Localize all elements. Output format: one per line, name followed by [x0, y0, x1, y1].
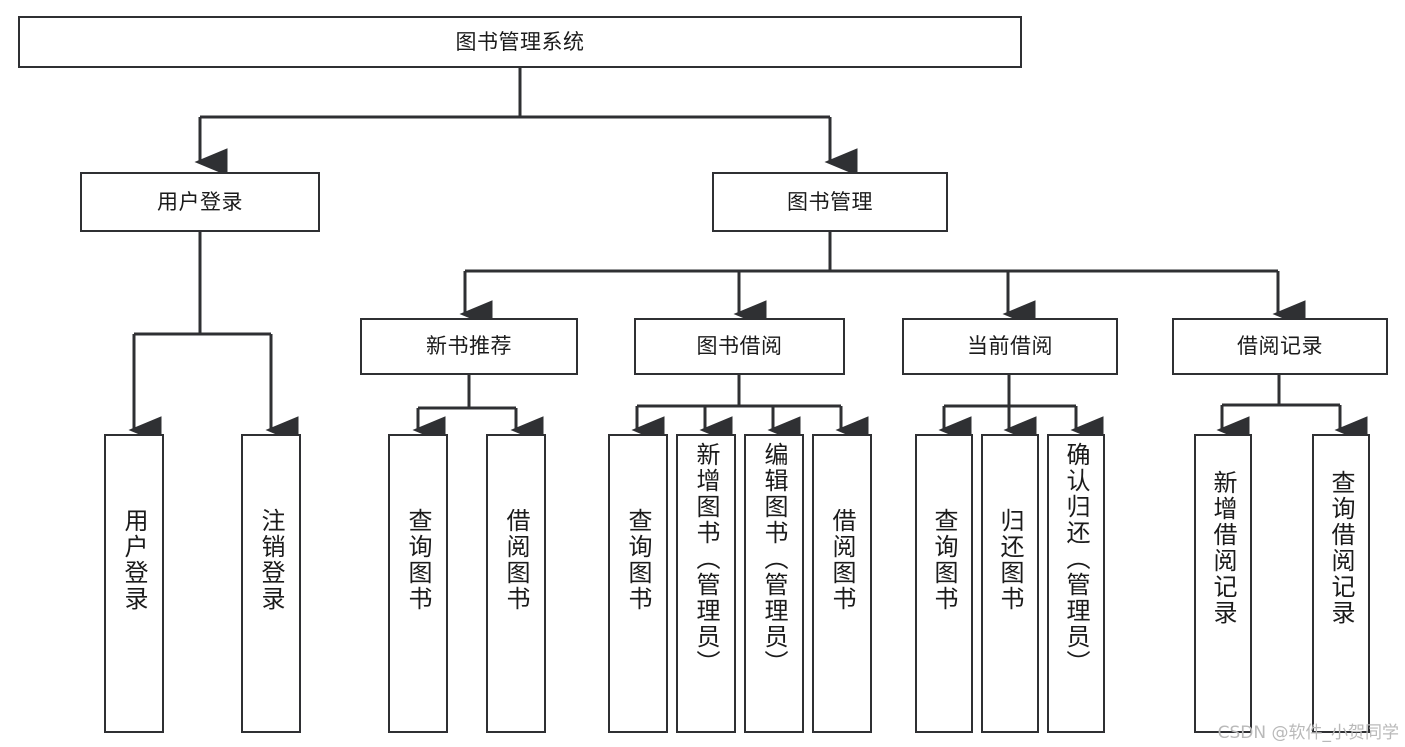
- leaf-user-logout-label: 注销登录: [257, 508, 285, 612]
- leaf-edit-book-admin-label: 编辑图书（管理员）: [760, 442, 788, 676]
- leaf-query-book-borrow[interactable]: 查询图书: [608, 434, 668, 733]
- leaf-query-borrow-record[interactable]: 查询借阅记录: [1312, 434, 1370, 733]
- leaf-return-book-label: 归还图书: [996, 508, 1024, 612]
- leaf-return-book[interactable]: 归还图书: [981, 434, 1039, 733]
- node-new-book-recommend[interactable]: 新书推荐: [360, 318, 578, 375]
- node-user-login-label: 用户登录: [157, 189, 243, 214]
- node-borrow-record-label: 借阅记录: [1237, 334, 1323, 359]
- node-borrow-record[interactable]: 借阅记录: [1172, 318, 1388, 375]
- node-user-login[interactable]: 用户登录: [80, 172, 320, 232]
- leaf-borrow-book-new[interactable]: 借阅图书: [486, 434, 546, 733]
- leaf-confirm-return-admin[interactable]: 确认归还（管理员）: [1047, 434, 1105, 733]
- node-current-borrow[interactable]: 当前借阅: [902, 318, 1118, 375]
- node-book-management[interactable]: 图书管理: [712, 172, 948, 232]
- node-root[interactable]: 图书管理系统: [18, 16, 1022, 68]
- node-root-label: 图书管理系统: [455, 29, 585, 54]
- leaf-edit-book-admin[interactable]: 编辑图书（管理员）: [744, 434, 804, 733]
- leaf-query-book-new-label: 查询图书: [404, 508, 432, 612]
- node-book-management-label: 图书管理: [787, 189, 873, 214]
- leaf-borrow-book-label: 借阅图书: [828, 508, 856, 612]
- leaf-borrow-book[interactable]: 借阅图书: [812, 434, 872, 733]
- leaf-add-book-admin[interactable]: 新增图书（管理员）: [676, 434, 736, 733]
- watermark: CSDN @软件_小贺同学: [1217, 723, 1399, 743]
- leaf-user-login[interactable]: 用户登录: [104, 434, 164, 733]
- node-book-borrow-label: 图书借阅: [696, 334, 783, 359]
- leaf-confirm-return-admin-label: 确认归还（管理员）: [1062, 442, 1090, 676]
- leaf-query-book-current[interactable]: 查询图书: [915, 434, 973, 733]
- leaf-user-login-label: 用户登录: [120, 508, 148, 612]
- leaf-borrow-book-new-label: 借阅图书: [502, 508, 530, 612]
- node-current-borrow-label: 当前借阅: [967, 334, 1053, 359]
- leaf-query-book-current-label: 查询图书: [930, 508, 958, 612]
- leaf-add-borrow-record-label: 新增借阅记录: [1209, 470, 1237, 626]
- leaf-query-book-borrow-label: 查询图书: [624, 508, 652, 612]
- node-new-book-recommend-label: 新书推荐: [426, 334, 512, 359]
- leaf-query-book-new[interactable]: 查询图书: [388, 434, 448, 733]
- leaf-add-book-admin-label: 新增图书（管理员）: [692, 442, 720, 676]
- node-book-borrow[interactable]: 图书借阅: [634, 318, 845, 375]
- leaf-add-borrow-record[interactable]: 新增借阅记录: [1194, 434, 1252, 733]
- leaf-user-logout[interactable]: 注销登录: [241, 434, 301, 733]
- leaf-query-borrow-record-label: 查询借阅记录: [1327, 470, 1355, 626]
